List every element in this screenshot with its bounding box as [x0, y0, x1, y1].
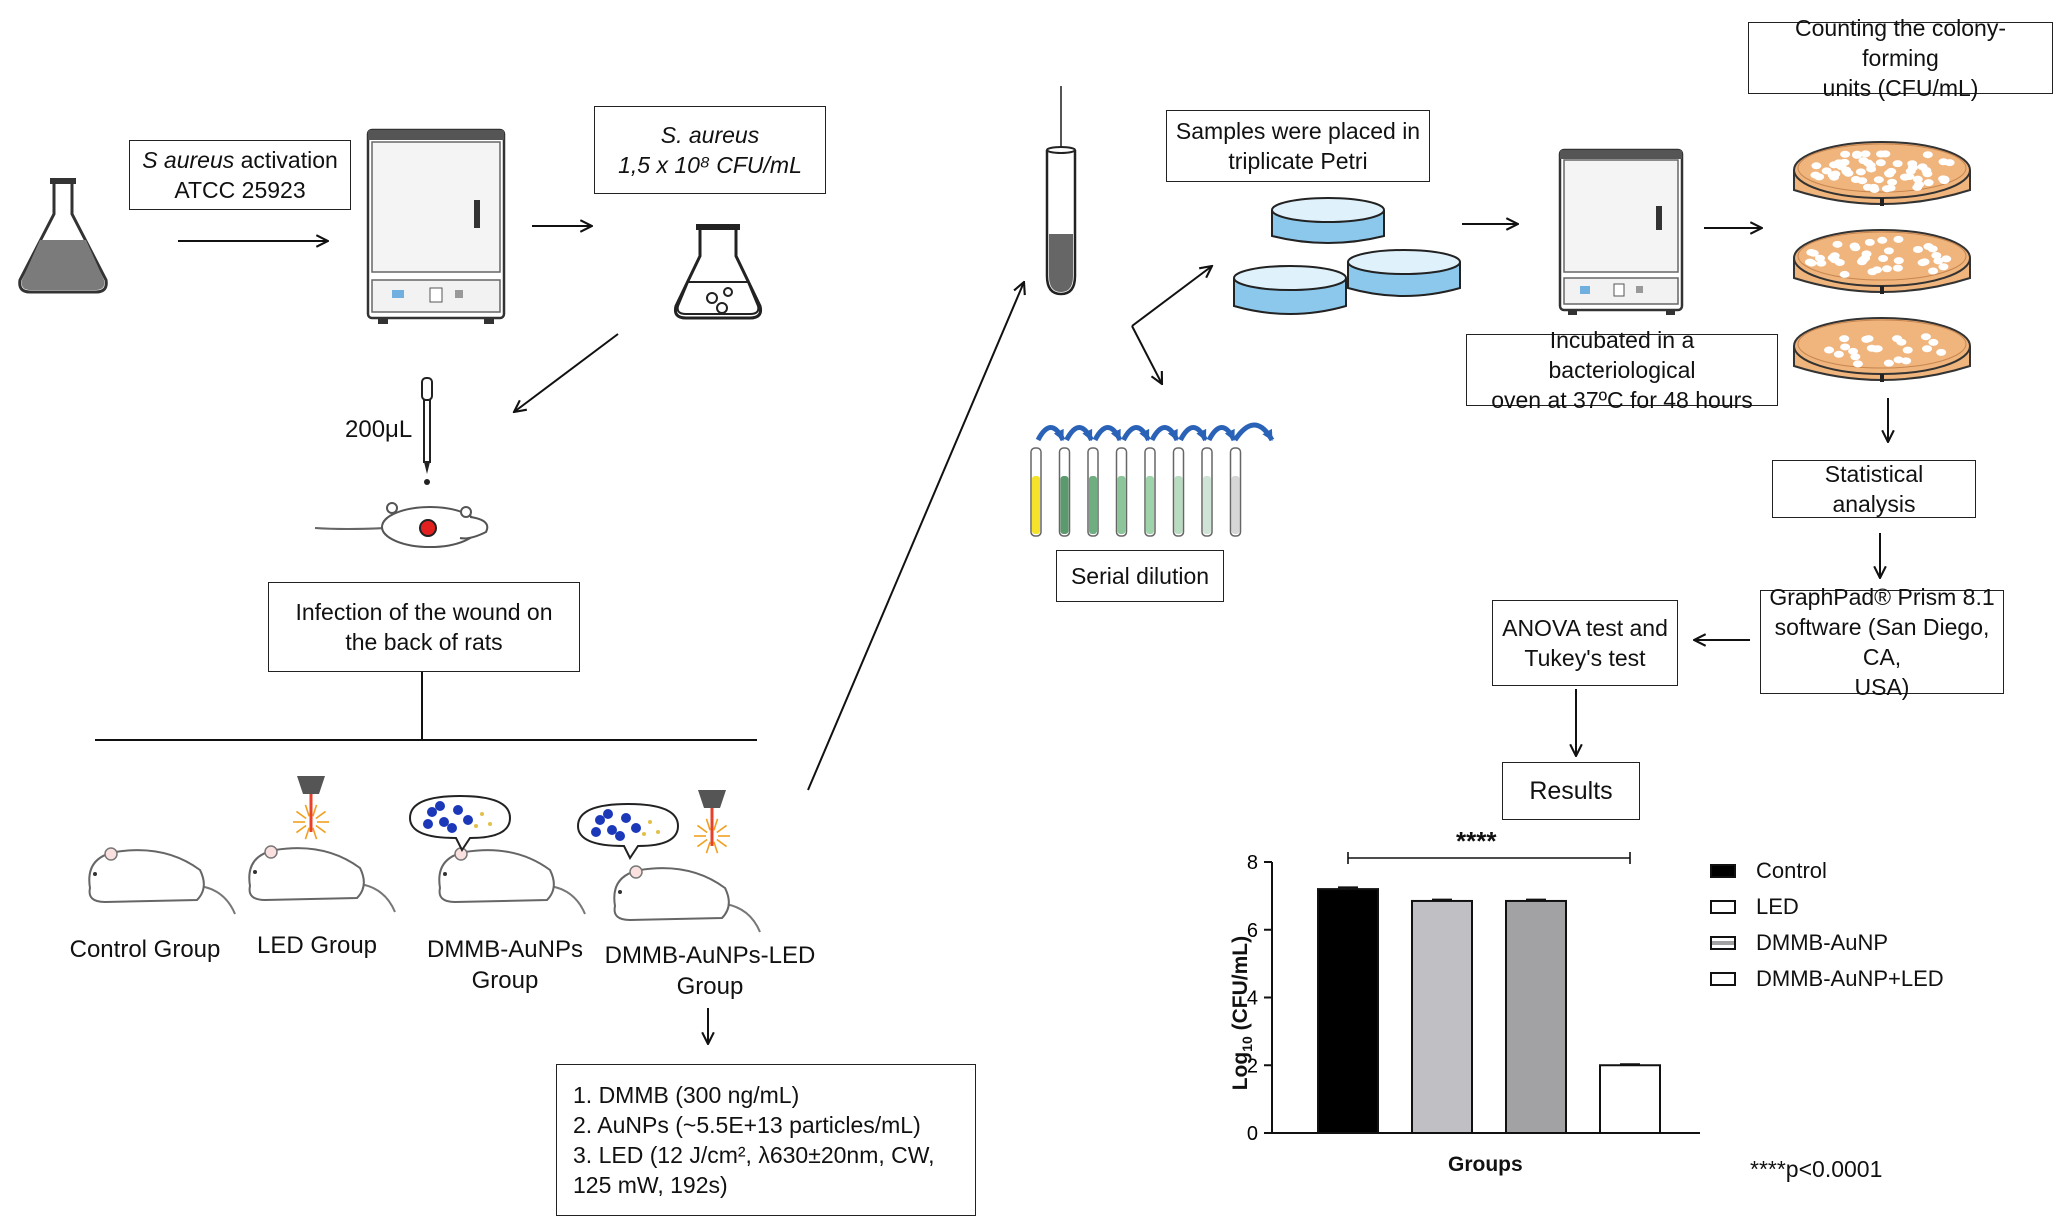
counting-line2: units (CFU/mL): [1822, 75, 1979, 101]
results-label: Results: [1529, 777, 1613, 805]
petri-line1: Samples were placed in: [1175, 118, 1421, 144]
results-box: Results: [1502, 762, 1640, 820]
group-name: LED Group: [256, 932, 378, 959]
inoculum-concentration: 1,5 x 10⁸ CFU/mL: [618, 152, 802, 178]
group-name-suffix: Group: [676, 973, 744, 1000]
bacteriological-oven-icon: [1558, 148, 1684, 315]
statistics-label: Statistical analysis: [1824, 461, 1924, 517]
serial-dilution-tubes-icon: [1030, 422, 1275, 537]
tests-line2: Tukey's test: [1524, 645, 1646, 671]
colony-plates-icon: [1793, 141, 1971, 382]
activation-species: S aureus: [142, 147, 235, 173]
y-tick-label: 6: [1247, 920, 1258, 942]
group-rats-icon: [88, 776, 761, 933]
inoculum-box: S. aureus 1,5 x 10⁸ CFU/mL: [594, 106, 826, 194]
group-label-led: LED Group: [232, 930, 402, 961]
y-tick-label: 2: [1247, 1055, 1258, 1077]
legend-label: DMMB-AuNP+LED: [1756, 966, 1944, 991]
incubation-line1: Incubated in a bacteriological: [1548, 327, 1696, 383]
legend-label: DMMB-AuNP: [1756, 930, 1889, 955]
chart-y-axis-label: Log10 (CFU/mL): [1229, 903, 1255, 1123]
incubation-box: Incubated in a bacteriological oven at 37…: [1466, 327, 1778, 413]
activation-text: activation: [234, 147, 338, 173]
statistics-box: Statistical analysis: [1772, 460, 1976, 518]
legend-swatch: [1710, 864, 1736, 878]
software-line1: GraphPad® Prism 8.1: [1769, 584, 1995, 610]
chart-x-axis-label: Groups: [1448, 1153, 1523, 1176]
petri-box: Samples were placed in triplicate Petri: [1166, 110, 1430, 182]
group-name: DMMB-AuNPs-LED: [604, 942, 816, 969]
legend-swatch: [1710, 900, 1736, 914]
param-led: 3. LED (12 J/cm², λ630±20nm, CW,: [573, 1142, 935, 1168]
test-tube-swab-icon: [1045, 86, 1077, 296]
petri-dishes-icon: [1233, 197, 1461, 315]
legend-item: DMMB-AuNP: [1710, 930, 1888, 956]
legend-item: DMMB-AuNP+LED: [1710, 966, 1944, 992]
legend-swatch: [1710, 972, 1736, 986]
group-name: Control Group: [69, 936, 221, 963]
counting-line1: Counting the colony-forming: [1795, 15, 2006, 71]
legend-label: Control: [1756, 858, 1827, 883]
serial-dilution-label: Serial dilution: [1070, 563, 1210, 589]
infection-line1: Infection of the wound on: [295, 599, 553, 625]
y-label-sub: 10: [1239, 1036, 1256, 1052]
legend-label: LED: [1756, 894, 1799, 919]
parameters-box: 1. DMMB (300 ng/mL) 2. AuNPs (~5.5E+13 p…: [556, 1064, 976, 1216]
param-dmmb: 1. DMMB (300 ng/mL): [573, 1082, 800, 1108]
culture-flask-icon: [18, 178, 108, 294]
param-aunps: 2. AuNPs (~5.5E+13 particles/mL): [573, 1112, 921, 1138]
bar-led: [1411, 899, 1473, 1134]
legend-item: LED: [1710, 894, 1799, 920]
software-line3: USA): [1854, 674, 1910, 700]
incubator-icon: [366, 128, 506, 324]
software-box: GraphPad® Prism 8.1 software (San Diego, …: [1760, 584, 2004, 700]
incubation-line2: oven at 37ºC for 48 hours: [1491, 387, 1753, 413]
serial-dilution-box: Serial dilution: [1056, 550, 1224, 602]
counting-box: Counting the colony-forming units (CFU/mL…: [1748, 15, 2053, 101]
group-name-suffix: Group: [471, 967, 539, 994]
y-tick-label: 0: [1247, 1123, 1258, 1145]
inoculum-species: S. aureus: [660, 122, 760, 148]
petri-line2: triplicate Petri: [1228, 148, 1368, 174]
tests-line1: ANOVA test and: [1502, 615, 1668, 641]
group-name: DMMB-AuNPs: [426, 936, 583, 963]
flow-arrows: [95, 224, 1888, 1044]
infection-box: Infection of the wound on the back of rat…: [268, 582, 580, 672]
param-led-cont: 125 mW, 192s): [573, 1172, 728, 1198]
y-label-rest: (CFU/mL): [1228, 935, 1252, 1037]
inoculum-flask-icon: [674, 224, 762, 320]
p-value-note: ****p<0.0001: [1750, 1156, 1883, 1182]
group-label-dmmb-aunps-led: DMMB-AuNPs-LED Group: [595, 940, 825, 1002]
y-tick-label: 4: [1247, 988, 1258, 1010]
y-label-main: Log: [1228, 1051, 1252, 1091]
infected-rat-icon: [314, 502, 489, 548]
significance-stars: ****: [1456, 826, 1497, 856]
pipette-icon: [421, 377, 433, 485]
activation-strain: ATCC 25923: [174, 177, 306, 203]
software-line2: software (San Diego, CA,: [1774, 614, 1990, 670]
infection-line2: the back of rats: [345, 629, 503, 655]
bar-control: [1317, 888, 1379, 1134]
bar-dmmb-aunp-led: [1599, 1064, 1661, 1134]
group-label-control: Control Group: [55, 934, 235, 965]
y-tick-label: 8: [1247, 852, 1258, 874]
results-bar-chart: 0 2 4 6 8: [1247, 852, 1700, 1145]
volume-label: 200μL: [345, 416, 413, 443]
legend-swatch: [1710, 936, 1736, 950]
bar-dmmb-aunp: [1505, 899, 1567, 1134]
legend-item: Control: [1710, 858, 1827, 884]
